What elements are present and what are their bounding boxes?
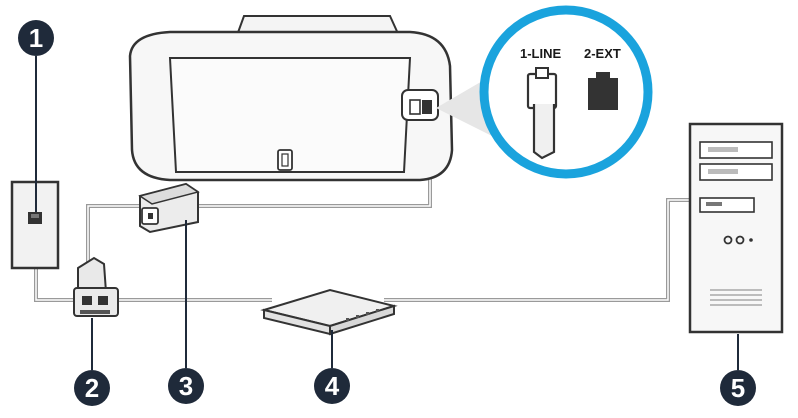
callout-4: 4 (314, 368, 350, 404)
callout-badge-icon (314, 368, 350, 404)
phone-splitter-icon (73, 256, 119, 317)
ext-port-icon (588, 72, 618, 110)
callout-badge-icon (74, 370, 110, 406)
modem-icon (260, 288, 398, 336)
svg-text:4: 4 (325, 371, 340, 401)
port-label-1-line: 1-LINE (520, 46, 562, 61)
callout-3: 3 (168, 368, 204, 404)
callout-leaders (35, 56, 739, 370)
port-label-2-ext: 2-EXT (584, 46, 621, 61)
line-port-with-plug-icon (526, 67, 558, 160)
magnifier-callout: 1-LINE 2-EXT (436, 5, 653, 179)
svg-text:2: 2 (85, 373, 99, 403)
printer-icon (128, 15, 454, 182)
callout-badge-icon (168, 368, 204, 404)
callout-badge-icon (720, 370, 756, 406)
callout-5: 5 (720, 370, 756, 406)
callout-2: 2 (74, 370, 110, 406)
cable-modem-to-computer (384, 198, 690, 302)
svg-text:1: 1 (29, 23, 43, 53)
svg-text:3: 3 (179, 371, 193, 401)
callout-1: 1 (18, 20, 54, 56)
svg-text:5: 5 (731, 373, 745, 403)
computer-tower-icon (688, 122, 784, 334)
dsl-filter-icon (138, 182, 200, 234)
callout-badge-icon (18, 20, 54, 56)
